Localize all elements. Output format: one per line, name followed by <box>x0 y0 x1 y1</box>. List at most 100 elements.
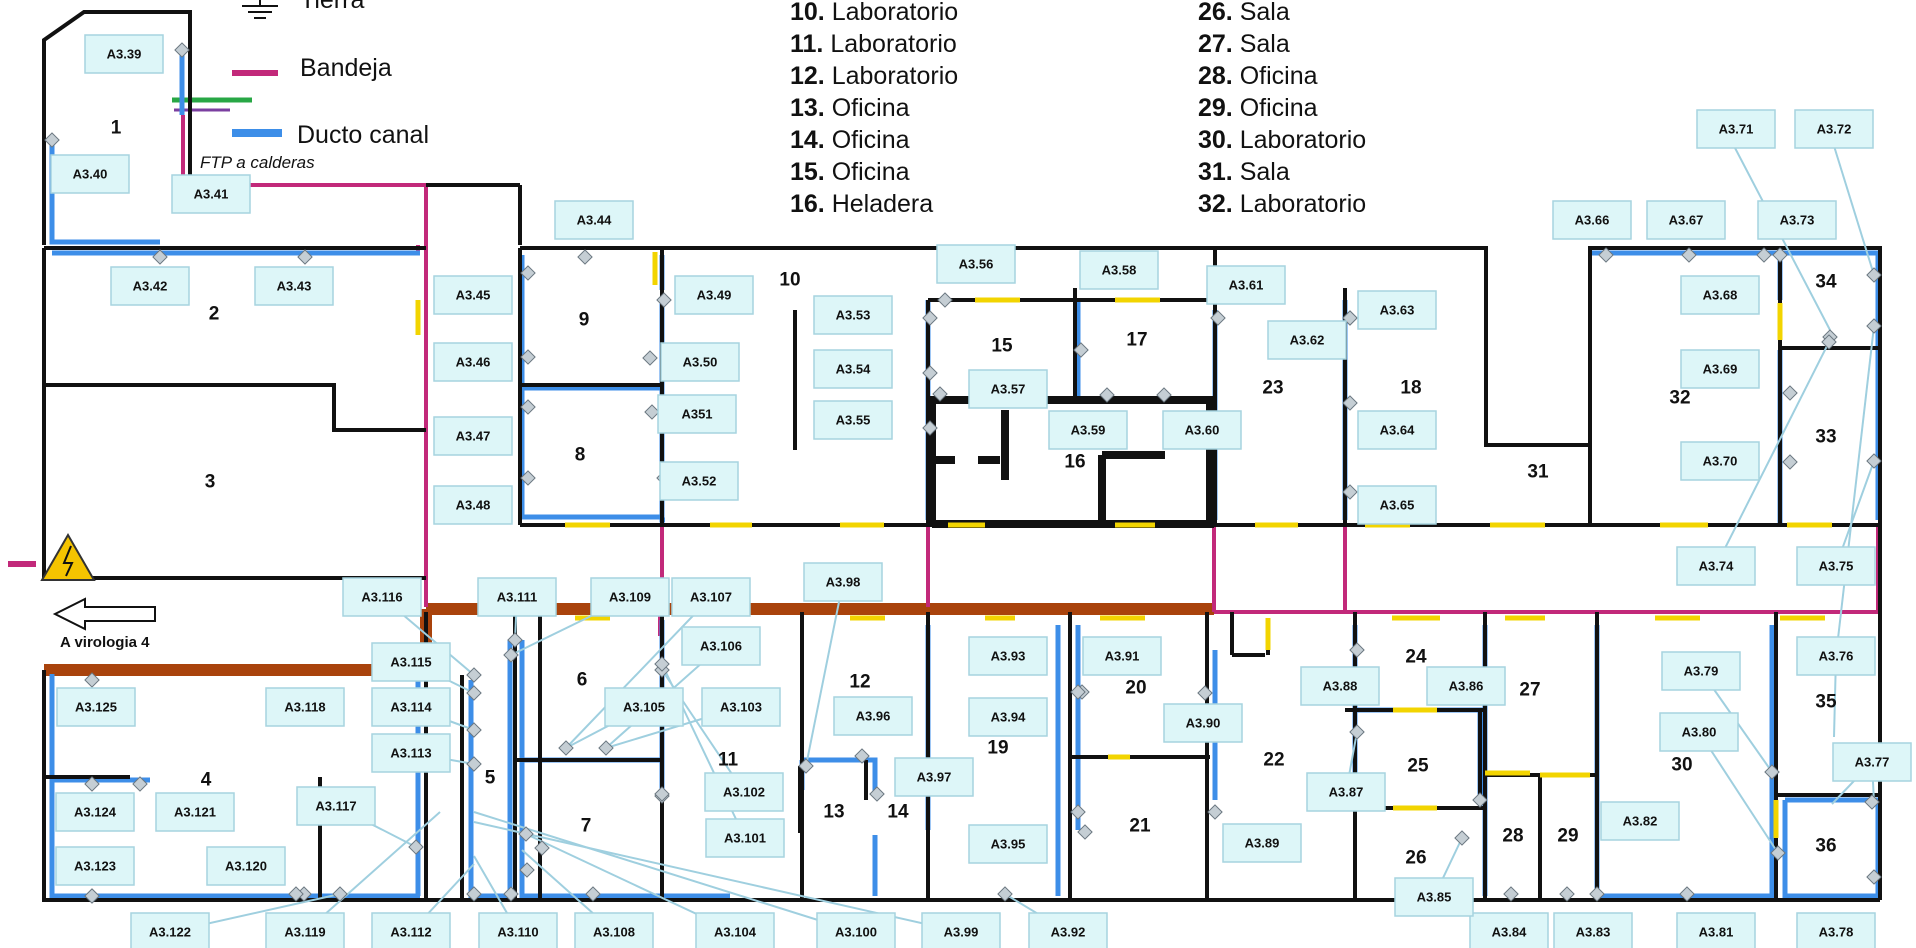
room-number-8: 8 <box>575 445 586 466</box>
outlet-label-box: A3.114 <box>371 687 451 727</box>
outlet-label-text: A3.53 <box>836 308 871 323</box>
outlet-label-box: A3.80 <box>1659 712 1739 752</box>
room-number-35: 35 <box>1815 692 1837 713</box>
outlet-label-text: A3.63 <box>1380 303 1415 318</box>
outlet-marker <box>798 758 814 774</box>
outlet-label-text: A3.52 <box>682 474 717 489</box>
room-number-33: 33 <box>1815 427 1836 448</box>
outlet-marker <box>577 249 593 265</box>
outlet-label-text: A3.103 <box>720 700 762 715</box>
outlet-label-text: A3.70 <box>1703 454 1738 469</box>
outlet-marker <box>1782 454 1798 470</box>
outlet-label-text: A3.99 <box>944 925 979 940</box>
outlet-label-box: A3.40 <box>50 154 130 194</box>
outlet-label-box: A3.94 <box>968 697 1048 737</box>
outlet-marker <box>1559 886 1575 902</box>
outlet-label-box: A3.104 <box>695 912 775 948</box>
room-number-30: 30 <box>1671 755 1692 776</box>
outlet-label-box: A3.91 <box>1082 636 1162 676</box>
outlet-marker <box>1764 764 1780 780</box>
outlet-marker <box>1070 684 1086 700</box>
exit-arrow-icon <box>52 597 156 631</box>
outlet-label-box: A3.122 <box>130 912 210 948</box>
outlet-label-box: A3.70 <box>1680 441 1760 481</box>
outlet-marker <box>296 886 312 902</box>
outlet-label-box: A3.115 <box>371 642 451 682</box>
outlet-marker <box>466 756 482 772</box>
outlet-label-box: A3.108 <box>574 912 654 948</box>
outlet-marker <box>1866 869 1882 885</box>
outlet-label-text: A3.98 <box>826 575 861 590</box>
room-number-1: 1 <box>111 118 122 139</box>
outlet-label-box: A3.57 <box>968 369 1048 409</box>
room-number-11: 11 <box>718 750 739 771</box>
room-number-28: 28 <box>1502 826 1523 847</box>
outlet-marker <box>642 350 658 366</box>
room-number-18: 18 <box>1400 378 1421 399</box>
outlet-label-text: A3.91 <box>1105 649 1140 664</box>
outlet-marker <box>997 886 1013 902</box>
room-number-6: 6 <box>577 670 588 691</box>
outlet-label-text: A3.64 <box>1380 423 1415 438</box>
room-number-27: 27 <box>1519 680 1540 701</box>
outlet-label-text: A3.68 <box>1703 288 1738 303</box>
room-number-2: 2 <box>209 304 220 325</box>
outlet-label-box: A3.53 <box>813 295 893 335</box>
outlet-label-box: A3.66 <box>1552 200 1632 240</box>
outlet-label-box: A3.49 <box>674 275 754 315</box>
room-number-5: 5 <box>485 768 496 789</box>
room-number-22: 22 <box>1263 750 1284 771</box>
outlet-label-box: A3.118 <box>265 687 345 727</box>
outlet-marker <box>854 748 870 764</box>
outlet-label-box: A3.77 <box>1832 742 1912 782</box>
room-number-32: 32 <box>1669 388 1690 409</box>
outlet-marker <box>1077 824 1093 840</box>
outlet-label-text: A3.54 <box>836 362 871 377</box>
outlet-label-text: A3.86 <box>1449 679 1484 694</box>
room-list-item: 32. Laboratorio <box>1198 190 1366 218</box>
outlet-marker <box>1756 247 1772 263</box>
outlet-label-box: A3.120 <box>206 846 286 886</box>
legend: Tierra Bandeja Ducto canal FTP a caldera… <box>200 0 429 172</box>
outlet-label-text: A3.83 <box>1576 925 1611 940</box>
leader-line <box>805 581 844 767</box>
room-list-item: 15. Oficina <box>790 158 910 186</box>
outlet-label-text: A3.42 <box>133 279 168 294</box>
outlet-label-text: A3.104 <box>714 925 757 940</box>
outlet-label-text: A3.89 <box>1245 836 1280 851</box>
outlet-marker <box>84 888 100 904</box>
leader-line <box>565 596 712 749</box>
room-number-10: 10 <box>779 270 800 291</box>
outlet-label-text: A3.102 <box>723 785 765 800</box>
outlet-marker <box>1679 886 1695 902</box>
outlet-label-box: A3.113 <box>371 733 451 773</box>
outlet-label-box: A3.85 <box>1394 877 1474 917</box>
outlet-marker <box>654 786 670 802</box>
outlet-marker <box>1866 267 1882 283</box>
outlet-marker <box>1866 318 1882 334</box>
outlet-marker <box>503 647 519 663</box>
outlet-label-box: A3.46 <box>433 342 513 382</box>
outlet-label-text: A3.114 <box>390 700 432 715</box>
outlet-label-box: A3.71 <box>1696 109 1776 149</box>
room-list-item: 27. Sala <box>1198 30 1290 58</box>
outlet-marker <box>1503 886 1519 902</box>
outlet-label-box: A3.61 <box>1206 265 1286 305</box>
room-list-item: 12. Laboratorio <box>790 62 958 90</box>
outlet-marker <box>132 776 148 792</box>
outlet-label-text: A3.78 <box>1819 925 1854 940</box>
outlet-label-box: A3.93 <box>968 636 1048 676</box>
outlet-label-box: A3.47 <box>433 416 513 456</box>
outlet-marker <box>1070 804 1086 820</box>
outlet-label-text: A3.95 <box>991 837 1026 852</box>
outlet-label-box: A3.92 <box>1028 912 1108 948</box>
outlet-label-text: A3.96 <box>856 709 891 724</box>
outlet-label-box: A3.65 <box>1357 485 1437 525</box>
outlet-label-box: A3.45 <box>433 275 513 315</box>
outlet-label-text: A3.75 <box>1819 559 1854 574</box>
legend-bandeja-label: Bandeja <box>300 54 392 82</box>
outlet-label-box: A3.105 <box>604 687 684 727</box>
outlet-marker <box>466 685 482 701</box>
outlet-label-box: A3.62 <box>1267 320 1347 360</box>
outlet-label-text: A3.108 <box>593 925 635 940</box>
